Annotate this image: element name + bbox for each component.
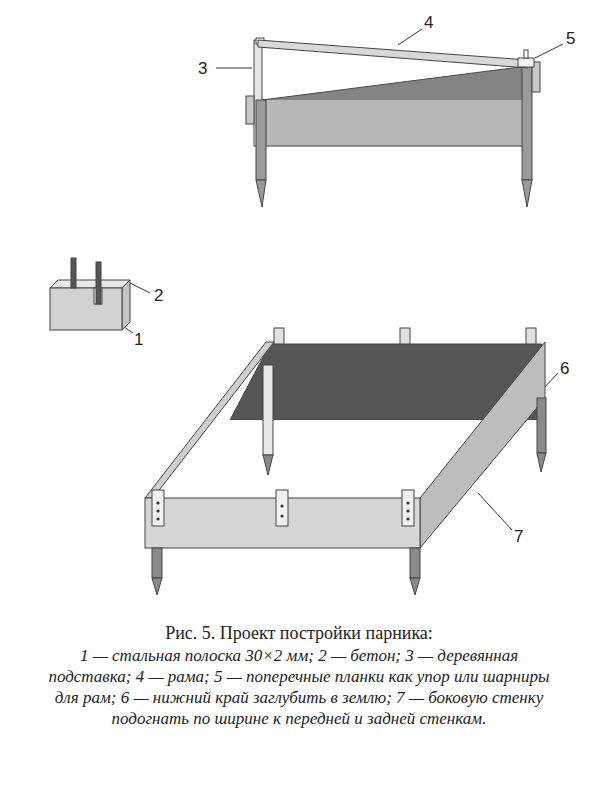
stake (152, 548, 162, 578)
stake (256, 100, 266, 180)
plate (246, 96, 254, 124)
stake-tip (410, 578, 420, 595)
stake (410, 548, 420, 578)
post (276, 490, 288, 526)
post (152, 490, 164, 526)
bolts (156, 501, 409, 520)
concrete-top (50, 280, 130, 288)
stake (537, 398, 546, 453)
wall-shade (262, 66, 528, 100)
stake-tip (256, 180, 266, 207)
callout-number: 5 (566, 30, 575, 47)
side-view (246, 38, 540, 207)
callout-number: 3 (198, 60, 207, 77)
leader-line (478, 493, 512, 530)
leader-line (535, 44, 563, 58)
concrete-detail (50, 258, 130, 330)
steel-strip (71, 258, 76, 288)
stake-tip (522, 180, 532, 207)
callout-number: 6 (560, 360, 569, 377)
stake (263, 365, 273, 455)
callout-number: 1 (134, 331, 143, 348)
leader-line (216, 68, 252, 69)
callout-number: 4 (424, 14, 433, 31)
leader-line (130, 283, 150, 293)
figure-caption: 1 — стальная полоска 30×2 мм; 2 — бетон;… (40, 645, 558, 729)
post (402, 490, 414, 526)
steel-strip (96, 262, 101, 304)
concrete-side (122, 280, 130, 330)
left-wall (145, 342, 274, 498)
callout-number: 7 (514, 528, 523, 545)
stake-tip (152, 578, 162, 595)
stake-tip (537, 453, 546, 472)
stake (522, 60, 532, 180)
crossbar (518, 58, 534, 67)
side-wall (420, 342, 545, 548)
concrete-block (50, 288, 122, 330)
box-view (145, 328, 546, 595)
leader-line (398, 29, 422, 45)
figure-title: Рис. 5. Проект постройки парника: (40, 622, 558, 644)
frame (258, 40, 528, 68)
callout-number: 2 (154, 287, 163, 304)
stake-tip (263, 455, 273, 475)
wall (262, 66, 528, 146)
hinge (524, 50, 528, 58)
